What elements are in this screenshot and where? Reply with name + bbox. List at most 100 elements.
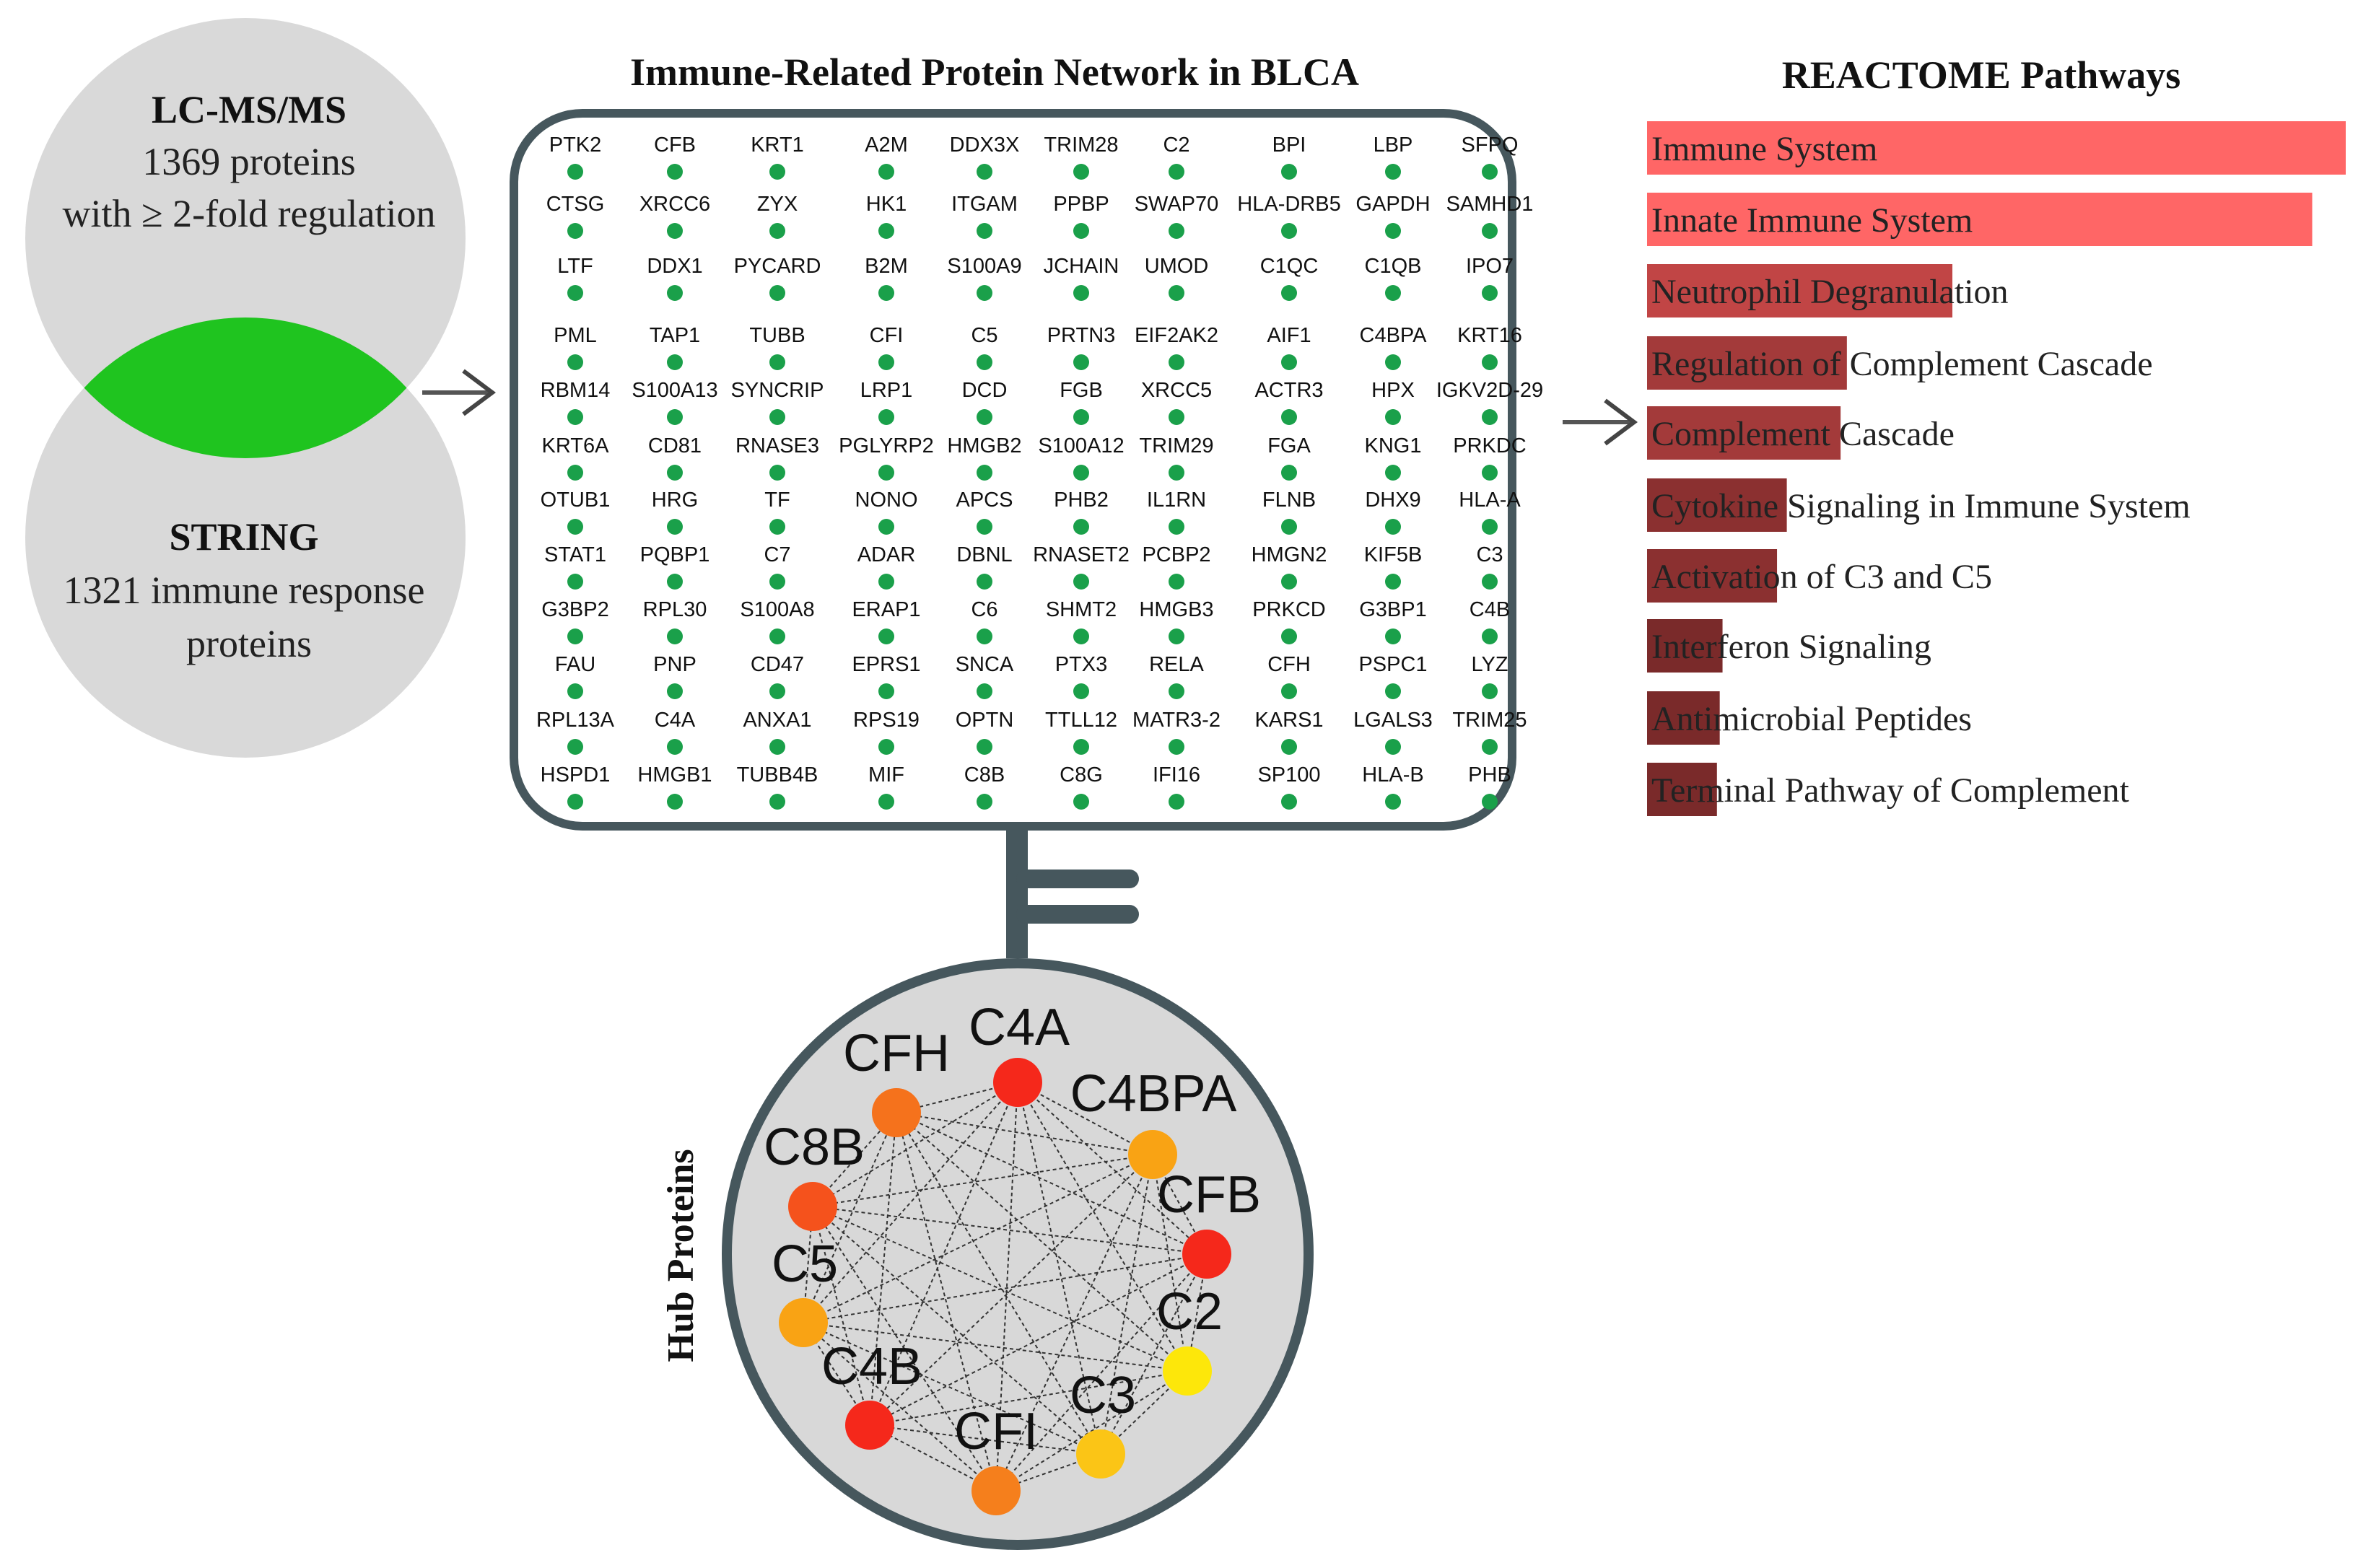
network-node: APCS [956, 489, 1013, 535]
network-node: RPL30 [643, 598, 707, 644]
network-node: G3BP1 [1359, 598, 1427, 644]
network-node-label: RNASE3 [735, 434, 819, 457]
network-node-label: C4BPA [1360, 324, 1428, 347]
network-node: CFI [870, 324, 903, 370]
network-node-label: SWAP70 [1135, 193, 1219, 216]
network-node: PTK2 [549, 133, 601, 180]
network-node-label: CFH [1267, 653, 1311, 676]
network-node-label: KNG1 [1365, 434, 1422, 457]
network-node-dot [1281, 628, 1297, 644]
network-node-label: S100A13 [632, 379, 717, 402]
network-node-dot [667, 739, 683, 755]
network-node-dot [1385, 465, 1401, 481]
network-node-label: SHMT2 [1046, 598, 1117, 621]
network-node-dot [878, 794, 894, 810]
reactome-pathway: Innate Immune System [1647, 193, 2313, 246]
network-node: PCBP2 [1142, 543, 1211, 590]
reactome-bar-label: Interferon Signaling [1651, 628, 1931, 666]
reactome-pathway: Neutrophil Degranulation [1647, 264, 2009, 317]
string-count: 1321 immune response [64, 569, 425, 612]
network-node: SWAP70 [1135, 193, 1219, 239]
network-node: PHB2 [1054, 489, 1109, 535]
network-node: CTSG [546, 193, 604, 239]
network-node-label: C4B [1470, 598, 1510, 621]
network-node: EIF2AK2 [1135, 324, 1218, 370]
network-node: FLNB [1262, 489, 1316, 535]
network-node-label: A2M [865, 133, 908, 157]
network-node-label: LGALS3 [1353, 709, 1433, 732]
network-node-label: ANXA1 [743, 709, 811, 732]
network-node-label: LRP1 [860, 379, 913, 402]
network-node: C7 [764, 543, 791, 590]
network-node-dot [1482, 409, 1498, 425]
network-node-dot [1281, 739, 1297, 755]
network-node-dot [1169, 285, 1184, 301]
network-node-dot [1482, 683, 1498, 699]
network-node-dot [977, 285, 992, 301]
hub-edge [803, 1082, 1018, 1323]
network-node-dot [977, 164, 992, 180]
network-node-dot [977, 354, 992, 370]
network-node-dot [1281, 794, 1297, 810]
network-node-dot [1169, 628, 1184, 644]
hub-node: C5 [772, 1235, 838, 1347]
lcms-criterion: with ≥ 2-fold regulation [62, 192, 435, 235]
network-node-label: SYNCRIP [731, 379, 824, 402]
network-node-label: DDX3X [950, 133, 1020, 157]
network-node: HMGB1 [637, 763, 712, 810]
network-node-label: SAMHD1 [1446, 193, 1534, 216]
network-node-label: EIF2AK2 [1135, 324, 1218, 347]
reactome-bar [1647, 619, 1723, 673]
network-node-label: KRT6A [542, 434, 610, 457]
network-node-label: IL1RN [1147, 489, 1206, 512]
network-node-label: TTLL12 [1045, 709, 1117, 732]
network-node-label: SP100 [1257, 763, 1320, 787]
network-node-label: SFPQ [1462, 133, 1519, 157]
network-node-label: PCBP2 [1142, 543, 1210, 566]
network-node-dot [1482, 794, 1498, 810]
network-node-dot [1281, 164, 1297, 180]
network-node-dot [1482, 285, 1498, 301]
reactome-bar-label: Cytokine Signaling in Immune System [1651, 487, 2191, 525]
network-node: S100A9 [947, 255, 1022, 301]
network-node-dot [1385, 164, 1401, 180]
hub-edge [812, 1206, 1101, 1455]
network-node: ACTR3 [1254, 379, 1324, 425]
network-node: RELA [1149, 653, 1205, 699]
hub-node-label: C4B [821, 1338, 922, 1396]
network-node-dot [878, 223, 894, 239]
hub-node-dot [845, 1401, 894, 1450]
network-node-label: S100A12 [1038, 434, 1124, 457]
network-node-label: ZYX [757, 193, 798, 216]
network-node-dot [878, 409, 894, 425]
network-node-dot [567, 223, 583, 239]
network-node-label: KARS1 [1254, 709, 1323, 732]
network-node-dot [1281, 683, 1297, 699]
hub-edge [803, 1253, 1208, 1323]
network-node-dot [1482, 739, 1498, 755]
network-node: GAPDH [1355, 193, 1431, 239]
network-node-dot [878, 285, 894, 301]
network-node: TF [764, 489, 790, 535]
hub-node-label: CFI [954, 1403, 1038, 1460]
hub-title: Hub Proteins [660, 1149, 702, 1362]
hub-edge [812, 1206, 997, 1492]
network-node-dot [1482, 574, 1498, 590]
hub-edge [1100, 1154, 1153, 1455]
reactome-bar-label: Complement Cascade [1651, 415, 1955, 453]
string-title: STRING [169, 515, 318, 559]
network-node-dot [1281, 574, 1297, 590]
network-node-dot [977, 574, 992, 590]
network-node: C1QB [1365, 255, 1421, 301]
network-node-dot [1281, 285, 1297, 301]
network-node: LTF [557, 255, 593, 301]
network-node-label: HLA-A [1459, 489, 1521, 512]
network-node-label: LYZ [1471, 653, 1508, 676]
network-node-label: MIF [868, 763, 904, 787]
network-node-label: CD47 [751, 653, 804, 676]
network-node-dot [667, 285, 683, 301]
network-node: PRTN3 [1047, 324, 1115, 370]
hub-node-dot [788, 1182, 837, 1231]
hub-node-dot [1182, 1230, 1231, 1279]
network-node-dot [1073, 409, 1089, 425]
